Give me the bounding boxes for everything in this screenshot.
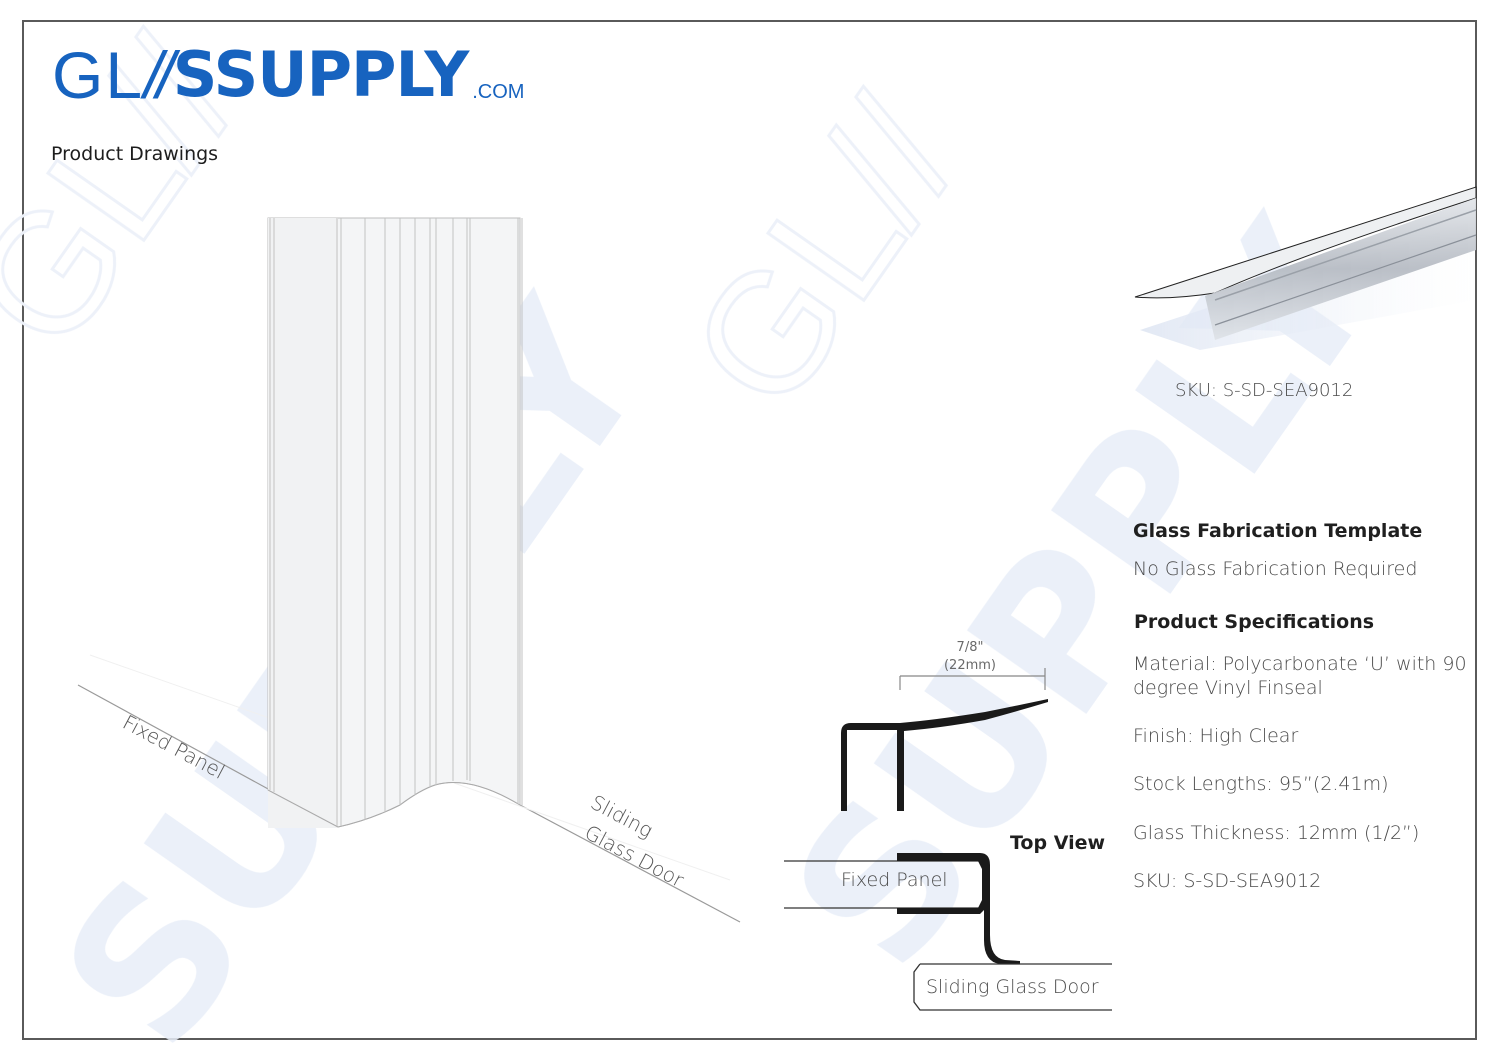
top-view-fixed-panel-label: Fixed Panel bbox=[841, 869, 948, 891]
isometric-seal-drawing bbox=[77, 217, 741, 923]
spec-item-finish: Finish: High Clear bbox=[1133, 725, 1299, 747]
product-sku-caption: SKU: S-SD-SEA9012 bbox=[1175, 380, 1354, 401]
top-view-sliding-door-label: Sliding Glass Door bbox=[926, 976, 1099, 998]
logo-domain-suffix: .COM bbox=[472, 81, 525, 103]
logo-light-text: GL bbox=[52, 38, 145, 112]
spec-item-glass-thickness: Glass Thickness: 12mm (1/2”) bbox=[1133, 822, 1420, 844]
dimension-metric: (22mm) bbox=[943, 658, 996, 673]
top-view-title: Top View bbox=[1010, 832, 1106, 854]
fabrication-heading: Glass Fabrication Template bbox=[1133, 520, 1423, 542]
specifications-heading: Product Specifications bbox=[1134, 611, 1375, 633]
spec-item-material: Material: Polycarbonate ‘U’ with 90 degr… bbox=[1133, 653, 1467, 699]
section-title: Product Drawings bbox=[51, 143, 219, 165]
glassupply-logo: GL // SSUPPLY .COM bbox=[52, 38, 525, 112]
spec-item-sku: SKU: S-SD-SEA9012 bbox=[1133, 870, 1322, 892]
logo-bold-text: SSUPPLY bbox=[172, 38, 469, 111]
dimension-imperial: 7/8" bbox=[956, 640, 984, 655]
dimension-label: 7/8" (22mm) bbox=[930, 639, 1010, 675]
spec-item-stock-lengths: Stock Lengths: 95”(2.41m) bbox=[1133, 773, 1389, 795]
document-frame bbox=[22, 20, 1477, 1040]
fabrication-text: No Glass Fabrication Required bbox=[1133, 558, 1418, 580]
